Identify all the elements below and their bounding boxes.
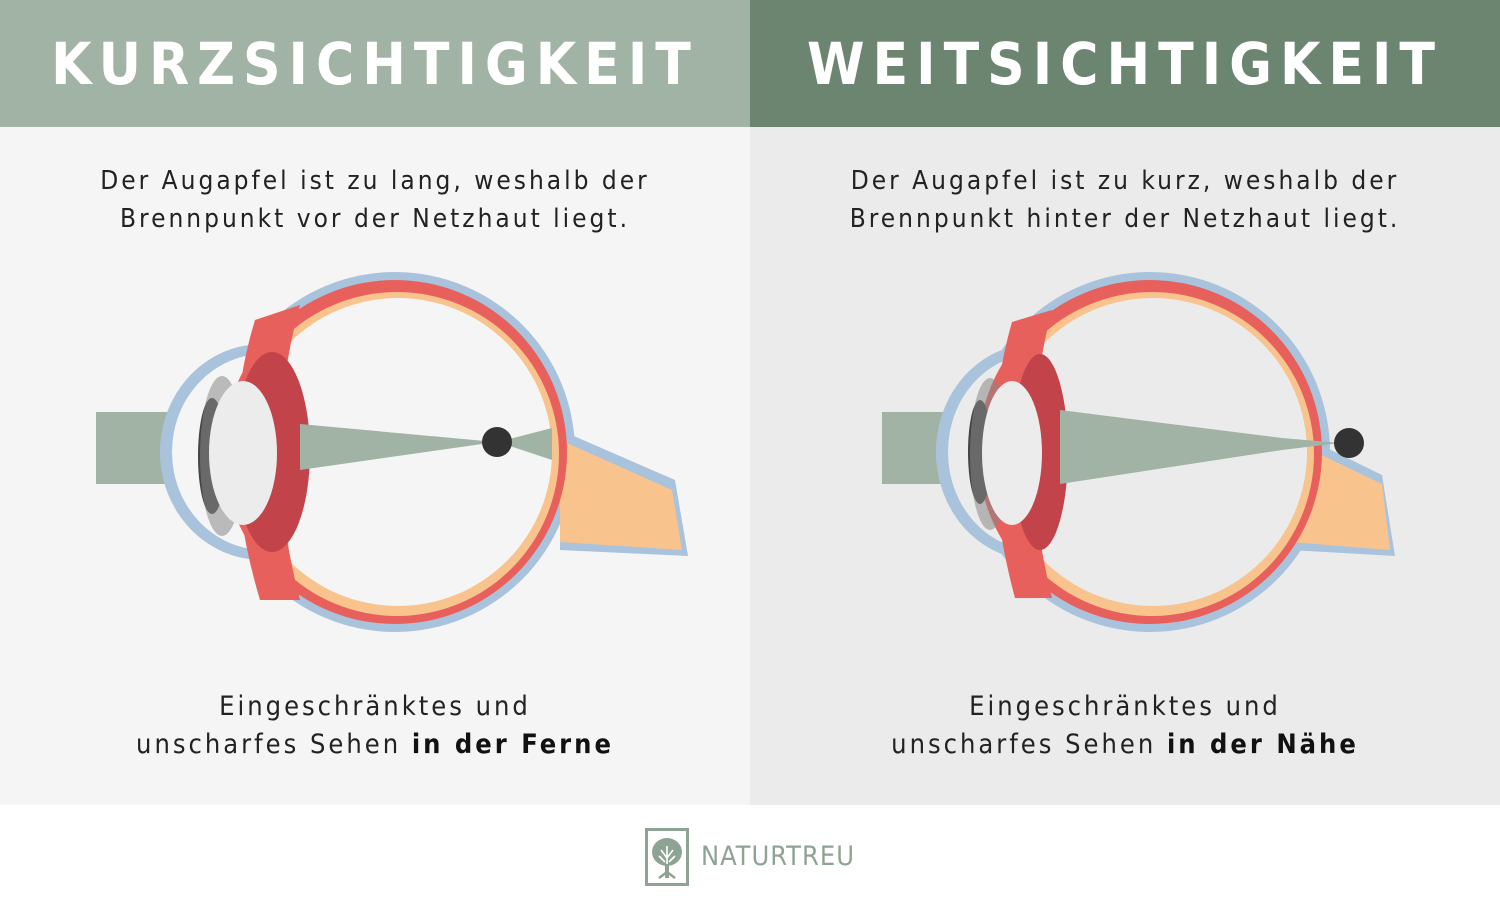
lens [982,381,1042,525]
myopia-title: KURZSICHTIGKEIT [51,29,699,98]
brand-logo[interactable]: NATURTREU [644,827,856,886]
hyperopia-title: WEITSICHTIGKEIT [806,29,1444,98]
myopia-header: KURZSICHTIGKEIT [0,0,750,127]
myopia-caption-line-2: unscharfes Sehen in der Ferne [0,726,750,764]
hyperopia-eye-diagram [882,272,1395,632]
footer: NATURTREU [0,805,1500,908]
focal-point [482,427,512,457]
hyperopia-caption: Eingeschränktes und unscharfes Sehen in … [750,688,1500,764]
hyperopia-caption-line-1: Eingeschränktes und [969,691,1281,722]
myopia-panel: KURZSICHTIGKEIT Der Augapfel ist zu lang… [0,0,750,805]
converging-light [300,424,496,470]
hyperopia-panel: WEITSICHTIGKEIT Der Augapfel ist zu kurz… [750,0,1500,805]
tree-icon [644,827,689,886]
myopia-caption: Eingeschränktes und unscharfes Sehen in … [0,688,750,764]
myopia-caption-emphasis: in der Ferne [411,729,614,760]
myopia-eye-diagram [96,272,688,632]
brand-name: NATURTREU [700,841,856,872]
myopia-description-line-2: Brennpunkt vor der Netzhaut liegt. [119,204,630,234]
hyperopia-header: WEITSICHTIGKEIT [750,0,1500,127]
focal-point [1334,428,1364,458]
hyperopia-caption-emphasis: in der Nähe [1166,729,1359,760]
hyperopia-description-line-2: Brennpunkt hinter der Netzhaut liegt. [849,204,1401,234]
lens [209,381,277,525]
converging-light-tip [1282,438,1340,450]
optic-nerve [560,440,682,550]
hyperopia-caption-line-2: unscharfes Sehen in der Nähe [750,726,1500,764]
hyperopia-caption-normal: unscharfes Sehen [891,729,1167,760]
myopia-description-line-1: Der Augapfel ist zu lang, weshalb der [100,166,650,196]
converging-light [1060,410,1282,484]
myopia-description: Der Augapfel ist zu lang, weshalb der Br… [0,162,750,238]
myopia-caption-line-1: Eingeschränktes und [219,691,531,722]
hyperopia-description: Der Augapfel ist zu kurz, weshalb der Br… [750,162,1500,238]
diverging-light [498,428,552,460]
myopia-caption-normal: unscharfes Sehen [136,729,412,760]
hyperopia-description-line-1: Der Augapfel ist zu kurz, weshalb der [850,166,1400,196]
